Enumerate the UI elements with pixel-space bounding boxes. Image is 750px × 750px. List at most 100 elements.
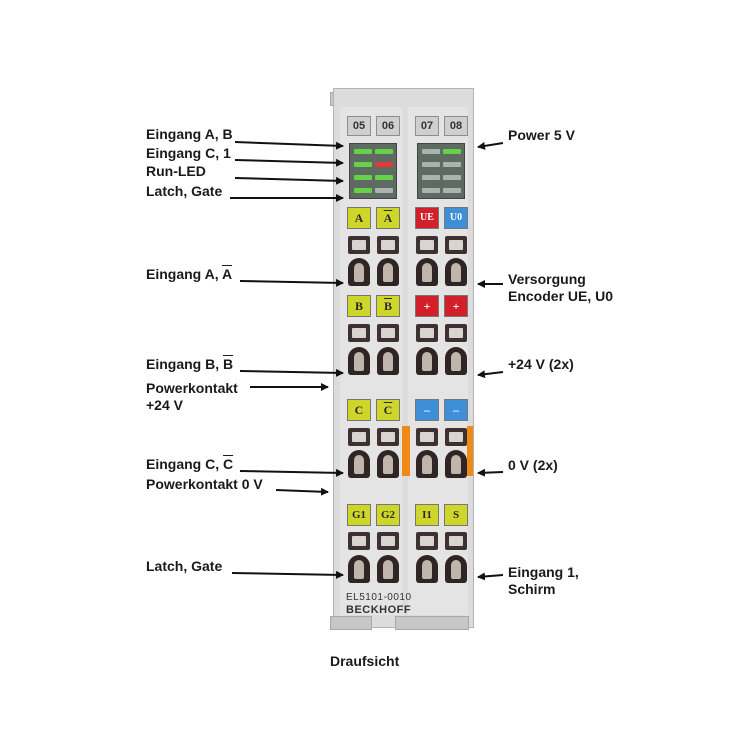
label-u0: U0 <box>444 207 468 229</box>
label-a-bar: A <box>376 207 400 229</box>
contact-hole <box>445 450 467 478</box>
terminal-tab-05: 05 <box>347 116 371 136</box>
label-power-5v: Power 5 V <box>508 127 575 143</box>
arrow-power-5v <box>477 141 504 150</box>
contact-hole <box>348 347 370 375</box>
spring-release[interactable] <box>416 532 438 550</box>
arrow-eingang-b-bbar <box>239 368 344 377</box>
arrow-eingang-a-abar <box>239 278 344 287</box>
terminal-tab-08: 08 <box>444 116 468 136</box>
arrow-zero-v <box>477 468 504 477</box>
spring-release[interactable] <box>377 428 399 446</box>
spring-release[interactable] <box>445 532 467 550</box>
label-overline-text: A <box>221 266 233 282</box>
label-schirm: Schirm <box>508 581 556 597</box>
led-green <box>354 162 372 167</box>
label-a: A <box>347 207 371 229</box>
led-window-right <box>417 143 465 199</box>
led-green <box>354 188 372 193</box>
spring-release[interactable] <box>348 324 370 342</box>
spring-release[interactable] <box>348 532 370 550</box>
arrow-eingang-ab <box>234 141 344 150</box>
led-off <box>422 188 440 193</box>
led-green <box>354 149 372 154</box>
label-powerkontakt-24-line1: Powerkontakt <box>146 380 238 396</box>
led-off <box>422 149 440 154</box>
arrow-eingang1 <box>477 572 504 581</box>
label-zero-v: 0 V (2x) <box>508 457 558 473</box>
label-eingang-a-abar: Eingang A, A <box>146 266 232 282</box>
contact-hole <box>416 450 438 478</box>
power-contact-band-right <box>467 426 473 476</box>
spring-release[interactable] <box>445 428 467 446</box>
label-eingang-b-bbar: Eingang B, B <box>146 356 233 372</box>
arrow-eingang-c-cbar <box>239 468 344 477</box>
label-plus-24v: +24 V (2x) <box>508 356 574 372</box>
contact-hole <box>416 555 438 583</box>
contact-hole <box>445 347 467 375</box>
led-off <box>375 188 393 193</box>
label-powerkontakt-0v: Powerkontakt 0 V <box>146 476 263 492</box>
arrow-run-led <box>234 176 344 185</box>
spring-release[interactable] <box>348 428 370 446</box>
spring-release[interactable] <box>377 236 399 254</box>
label-versorgung-line1: Versorgung <box>508 271 586 287</box>
label-latch-gate-bottom: Latch, Gate <box>146 558 223 574</box>
label-latch-gate-top: Latch, Gate <box>146 183 223 199</box>
led-off <box>443 175 461 180</box>
contact-hole <box>348 450 370 478</box>
label-c-bar: C <box>376 399 400 421</box>
label-eingang-1: Eingang 1, <box>508 564 579 580</box>
label-ue: UE <box>415 207 439 229</box>
spring-release[interactable] <box>416 428 438 446</box>
arrow-powerkontakt-0 <box>275 487 329 496</box>
label-minus-1: – <box>415 399 439 421</box>
label-g2: G2 <box>376 504 400 526</box>
led-green <box>354 175 372 180</box>
spring-release[interactable] <box>377 532 399 550</box>
spring-release[interactable] <box>445 236 467 254</box>
led-green <box>443 149 461 154</box>
led-window-left <box>349 143 397 199</box>
power-contact-band-left <box>402 426 410 476</box>
brand-logo-text: BECKHOFF <box>346 604 412 616</box>
label-text: Eingang C, <box>146 456 223 472</box>
arrow-eingang-c1 <box>234 158 344 167</box>
spring-release[interactable] <box>416 236 438 254</box>
contact-hole <box>416 347 438 375</box>
label-powerkontakt-24-line2: +24 V <box>146 397 183 413</box>
label-overline-text: C <box>223 456 234 472</box>
label-text: Eingang B, <box>146 356 223 372</box>
label-run-led: Run-LED <box>146 163 206 179</box>
label-minus-2: – <box>444 399 468 421</box>
label-plus-1: + <box>415 295 439 317</box>
contact-hole <box>348 555 370 583</box>
label-eingang-c-cbar: Eingang C, C <box>146 456 233 472</box>
label-eingang-a-b: Eingang A, B <box>146 126 233 142</box>
label-s: S <box>444 504 468 526</box>
spring-release[interactable] <box>348 236 370 254</box>
contact-hole <box>377 258 399 286</box>
label-overline-text: B <box>223 356 234 372</box>
spring-release[interactable] <box>377 324 399 342</box>
label-versorgung-line2: Encoder UE, U0 <box>508 288 614 304</box>
contact-hole <box>416 258 438 286</box>
label-plus-2: + <box>444 295 468 317</box>
spring-release[interactable] <box>416 324 438 342</box>
spring-release[interactable] <box>445 324 467 342</box>
contact-hole <box>377 347 399 375</box>
arrow-latch-gate-bottom <box>231 570 344 579</box>
bottom-rail-latch-right <box>395 616 469 630</box>
contact-hole <box>348 258 370 286</box>
contact-hole <box>377 555 399 583</box>
label-b: B <box>347 295 371 317</box>
contact-hole <box>445 258 467 286</box>
led-green <box>375 175 393 180</box>
caption-draufsicht: Draufsicht <box>330 653 400 669</box>
label-b-bar: B <box>376 295 400 317</box>
label-c: C <box>347 399 371 421</box>
arrow-plus24 <box>477 370 504 379</box>
label-i1: I1 <box>415 504 439 526</box>
label-eingang-c-1: Eingang C, 1 <box>146 145 231 161</box>
led-red <box>375 162 393 167</box>
